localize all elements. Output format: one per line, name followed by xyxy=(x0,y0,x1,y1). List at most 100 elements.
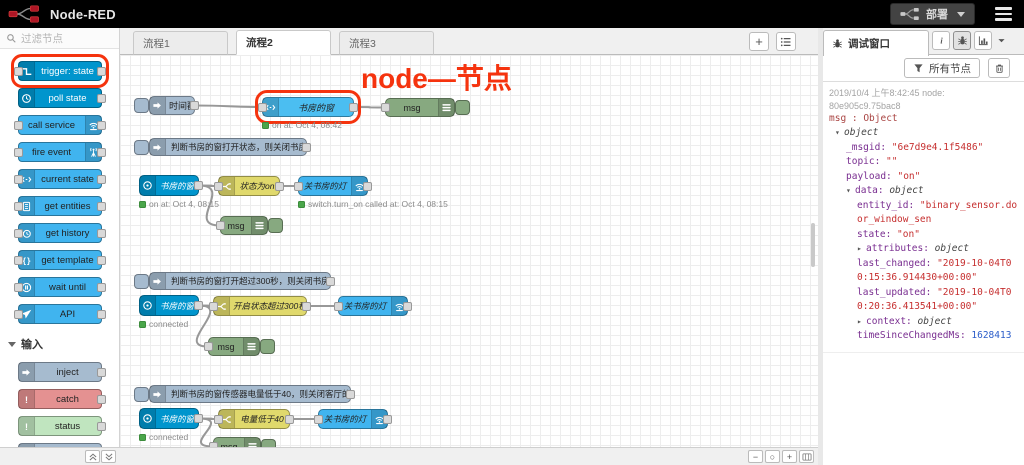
debug-clear-button[interactable] xyxy=(988,58,1010,78)
output-port[interactable] xyxy=(383,414,392,424)
palette-node-catch[interactable]: !catch xyxy=(17,389,106,409)
flow-node-com1[interactable]: 判断书房的窗打开状态，则关闭书房的灯: xyxy=(134,138,311,156)
input-port[interactable] xyxy=(381,103,390,112)
output-port[interactable] xyxy=(326,276,335,286)
collapse-caret-icon[interactable]: ▾ xyxy=(835,128,840,137)
output-port[interactable] xyxy=(96,309,106,319)
palette-node-inject[interactable]: inject xyxy=(17,362,106,382)
output-port[interactable] xyxy=(96,147,106,157)
flow-list-button[interactable] xyxy=(776,32,796,51)
input-port[interactable] xyxy=(209,442,218,447)
wire[interactable] xyxy=(198,184,221,227)
input-port[interactable] xyxy=(214,181,223,191)
chart-tab-button[interactable] xyxy=(974,31,992,50)
palette-collapse-button[interactable] xyxy=(85,450,100,463)
inject-button[interactable] xyxy=(134,98,149,113)
palette-node-fire event[interactable]: fire event xyxy=(13,142,106,162)
output-port[interactable] xyxy=(194,414,203,423)
output-port[interactable] xyxy=(285,414,294,424)
output-port[interactable] xyxy=(96,93,106,103)
debug-toggle-button[interactable] xyxy=(261,439,276,447)
tab-debug-window[interactable]: 调试窗口 xyxy=(823,30,929,56)
flow-node-call2[interactable]: 关书房的灯 xyxy=(334,296,412,316)
collapse-caret-icon[interactable]: ▾ xyxy=(846,186,851,195)
flow-node-call3[interactable]: 关书房的灯 xyxy=(314,409,392,429)
palette-node-call service[interactable]: call service xyxy=(13,115,106,135)
flow-node-com3[interactable]: 判断书房的窗传感器电量低于40，则关闭客厅的灯: xyxy=(134,385,355,403)
wire[interactable] xyxy=(195,304,212,348)
output-port[interactable] xyxy=(96,282,106,292)
palette-node-current state[interactable]: current state xyxy=(13,169,106,189)
deploy-caret-icon[interactable] xyxy=(957,11,965,17)
flow-node-sw1[interactable]: 状态为on xyxy=(214,176,284,196)
input-port[interactable] xyxy=(13,147,23,157)
flow-node-sw2[interactable]: 开启状态超过300秒 xyxy=(209,296,311,316)
palette-node-API[interactable]: API xyxy=(13,304,106,324)
wire[interactable] xyxy=(194,104,263,108)
output-port[interactable] xyxy=(96,174,106,184)
output-port[interactable] xyxy=(349,102,358,112)
palette-node-wait until[interactable]: wait until xyxy=(13,277,106,297)
debug-tab-button[interactable] xyxy=(953,31,971,50)
flow-node-trg1[interactable]: 书房的窗 xyxy=(139,175,203,196)
flow-node-trg2[interactable]: 书房的窗 xyxy=(139,295,203,316)
palette-node-poll state[interactable]: poll state xyxy=(17,88,106,108)
zoom-in-button[interactable]: + xyxy=(782,450,797,463)
flow-node-dbg1[interactable]: msg xyxy=(381,98,470,117)
palette-node-status[interactable]: !status xyxy=(17,416,106,436)
output-port[interactable] xyxy=(363,181,372,191)
flow-node-cs1[interactable]: 书房的窗 xyxy=(255,90,361,124)
wire[interactable] xyxy=(353,106,386,109)
flow-node-dbg2[interactable]: msg xyxy=(216,216,283,235)
input-port[interactable] xyxy=(294,181,303,191)
flow-node-inject1[interactable]: 时间戳 xyxy=(134,96,199,115)
flow-tab-流程3[interactable]: 流程3 xyxy=(339,31,434,55)
wire[interactable] xyxy=(198,417,214,447)
input-port[interactable] xyxy=(13,120,23,130)
input-port[interactable] xyxy=(209,301,218,311)
input-port[interactable] xyxy=(13,255,23,265)
output-port[interactable] xyxy=(302,142,311,152)
inject-button[interactable] xyxy=(134,386,149,402)
add-flow-button[interactable]: + xyxy=(749,32,769,51)
sidebar-resize-handle[interactable] xyxy=(818,28,823,465)
palette-node-get template[interactable]: {}get template xyxy=(13,250,106,270)
output-port[interactable] xyxy=(346,389,355,399)
output-port[interactable] xyxy=(96,66,106,76)
debug-filter-button[interactable]: 所有节点 xyxy=(904,58,980,78)
output-port[interactable] xyxy=(190,101,199,110)
flow-node-call1[interactable]: 关书房的灯 xyxy=(294,176,372,196)
output-port[interactable] xyxy=(96,421,106,431)
canvas-vertical-scrollbar[interactable] xyxy=(811,223,815,267)
flow-tab-流程2[interactable]: 流程2 xyxy=(236,30,331,55)
palette-section-输入[interactable]: 输入 xyxy=(8,336,119,352)
input-port[interactable] xyxy=(214,414,223,424)
hamburger-menu-icon[interactable] xyxy=(993,3,1014,25)
output-port[interactable] xyxy=(96,367,106,377)
palette-node-trigger: state[interactable]: trigger: state xyxy=(10,54,109,88)
zoom-reset-button[interactable]: ○ xyxy=(765,450,780,463)
output-port[interactable] xyxy=(302,301,311,311)
input-port[interactable] xyxy=(13,309,23,319)
palette-expand-button[interactable] xyxy=(101,450,116,463)
palette-node-get entities[interactable]: get entities xyxy=(13,196,106,216)
zoom-out-button[interactable]: − xyxy=(748,450,763,463)
minimap-toggle-button[interactable] xyxy=(799,450,814,463)
flow-node-dbg4[interactable]: msg xyxy=(209,437,276,447)
output-port[interactable] xyxy=(96,255,106,265)
sidebar-caret-button[interactable] xyxy=(995,31,1008,50)
input-port[interactable] xyxy=(204,342,213,351)
input-port[interactable] xyxy=(13,201,23,211)
input-port[interactable] xyxy=(13,282,23,292)
input-port[interactable] xyxy=(216,221,225,230)
flow-node-com2[interactable]: 判断书房的窗打开超过300秒，则关闭书房的灯: xyxy=(134,272,335,290)
deploy-button[interactable]: 部署 xyxy=(890,3,975,25)
flow-node-dbg3[interactable]: msg xyxy=(204,337,275,356)
output-port[interactable] xyxy=(96,201,106,211)
palette-node-get history[interactable]: get history xyxy=(13,223,106,243)
input-port[interactable] xyxy=(258,102,267,112)
palette-node-unnamed[interactable] xyxy=(17,443,102,447)
output-port[interactable] xyxy=(275,181,284,191)
output-port[interactable] xyxy=(96,394,106,404)
